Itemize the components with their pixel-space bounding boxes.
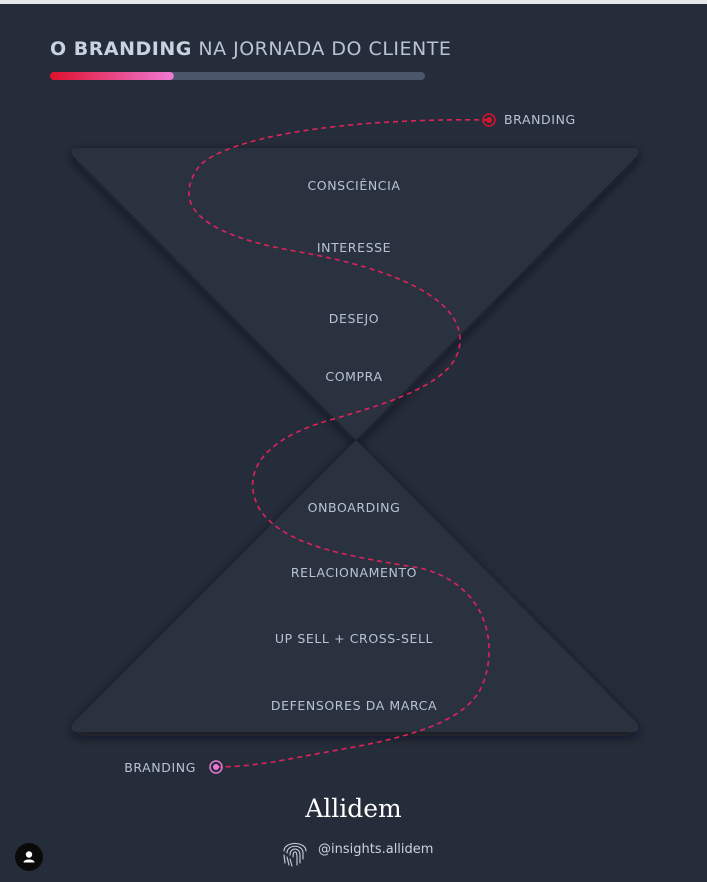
progress-fill: [50, 72, 174, 80]
user-icon: [23, 851, 35, 863]
end-marker: [209, 760, 223, 774]
funnel-top: [71, 148, 639, 440]
user-avatar-button[interactable]: [15, 843, 43, 871]
social-handle[interactable]: @insights.allidem: [318, 842, 434, 857]
branding-end-label: BRANDING: [124, 760, 196, 775]
end-marker-dot: [213, 764, 219, 770]
stage-labels: CONSCIÊNCIA INTERESSE DESEJO COMPRA ONBO…: [124, 112, 576, 775]
branding-start-label: BRANDING: [504, 112, 576, 127]
start-marker: [482, 113, 496, 127]
start-marker-ring: [482, 113, 496, 127]
title-bold: O BRANDING: [50, 38, 192, 60]
start-marker-dot: [486, 117, 492, 123]
stage-label-interesse: INTERESSE: [317, 240, 391, 255]
window-top-edge: [0, 0, 707, 4]
progress-track-group: [50, 72, 425, 80]
stage-bars: [162, 213, 548, 671]
stage-label-onboarding: ONBOARDING: [308, 500, 401, 515]
stage-label-desejo: DESEJO: [329, 311, 379, 326]
title-rest: NA JORNADA DO CLIENTE: [191, 38, 452, 60]
end-marker-ring: [209, 760, 223, 774]
stage-label-upsell: UP SELL + CROSS-SELL: [275, 631, 433, 646]
fingerprint-icon: [283, 842, 307, 867]
stage-label-defensores: DEFENSORES DA MARCA: [271, 698, 437, 713]
stage-label-consciencia: CONSCIÊNCIA: [307, 178, 400, 193]
stage-label-compra: COMPRA: [325, 369, 382, 384]
page-title: O BRANDING NA JORNADA DO CLIENTE: [50, 38, 451, 60]
branding-path: [188, 118, 490, 768]
stage-label-relacionamento: RELACIONAMENTO: [291, 565, 417, 580]
funnel-bottom: [71, 440, 639, 732]
brand-logo: Allidem: [305, 794, 402, 823]
